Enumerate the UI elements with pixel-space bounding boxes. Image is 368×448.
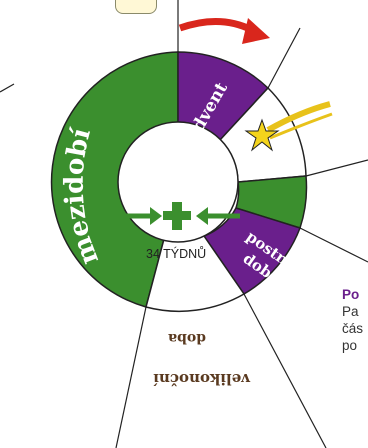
red-curved-arrow-icon <box>178 17 270 44</box>
label-velikonocni: velikonoční <box>153 370 251 388</box>
legend-line-1: Pa <box>342 304 359 319</box>
legend-title: Po <box>342 287 360 302</box>
shooting-star-icon <box>244 101 333 152</box>
label-velikonocni-doba: doba <box>168 330 206 346</box>
legend-line-3: po <box>342 338 358 353</box>
legend-line-2: čás <box>342 321 364 336</box>
center-weeks-text: 34 TÝDNŮ <box>146 246 206 261</box>
arrow-right-icon <box>116 207 162 225</box>
center-content: 34 TÝDNŮ <box>116 202 240 261</box>
arrow-left-icon <box>196 207 240 225</box>
note-box-fragment <box>115 0 157 14</box>
legend-fragment: Po Pa čás po <box>342 286 368 354</box>
equals-icon <box>124 246 144 258</box>
